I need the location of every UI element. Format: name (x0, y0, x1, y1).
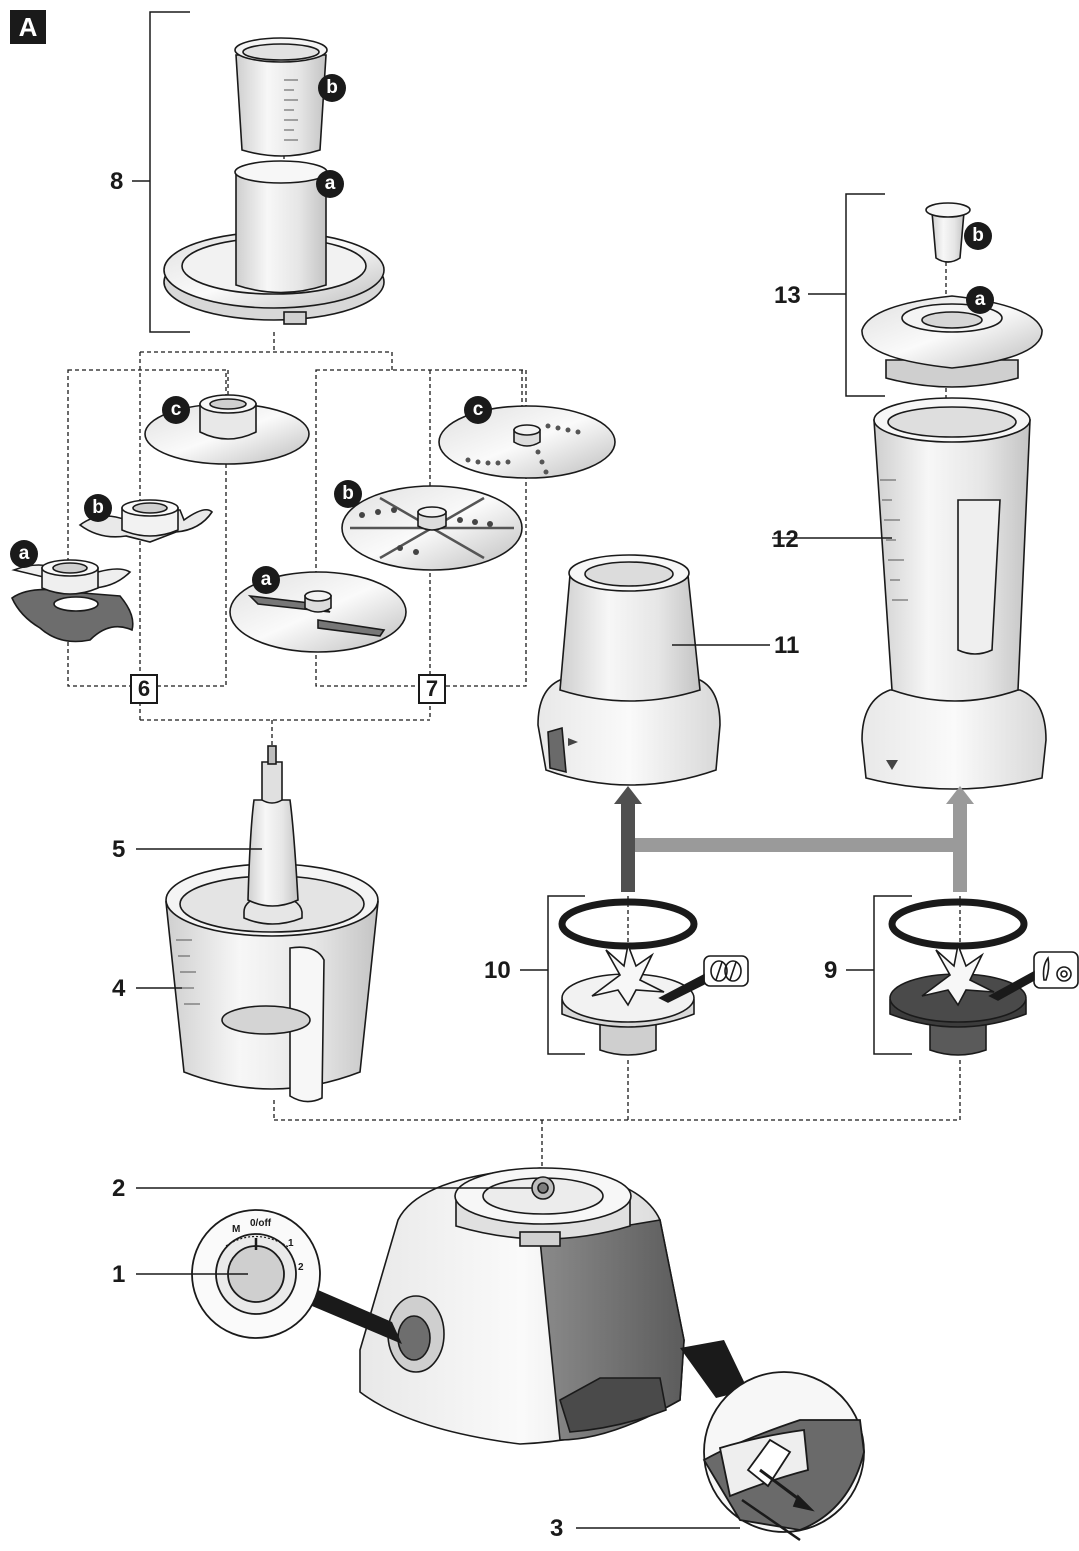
badge-13b: b (964, 222, 992, 250)
callout-8: 8 (110, 168, 124, 195)
callout-7: 7 (418, 674, 446, 704)
disc-7c (438, 405, 616, 479)
dial-zoom-connector (312, 1290, 402, 1344)
callout-2: 2 (112, 1175, 126, 1202)
callout-1: 1 (112, 1261, 126, 1288)
blender-lid-13a (861, 295, 1043, 388)
disc-7a (229, 571, 407, 653)
coffee-bean-icon (658, 955, 749, 1003)
herb-onion-icon (988, 951, 1079, 1001)
dial-zoom (191, 1209, 321, 1339)
callout-3: 3 (550, 1515, 564, 1542)
callout-11: 11 (774, 632, 800, 659)
drive-shaft-5 (243, 745, 303, 925)
dial-label-2: 2 (298, 1262, 304, 1273)
badge-8b: b (318, 74, 346, 102)
badge-6a: a (10, 540, 38, 568)
blender-jug-12 (861, 397, 1047, 790)
callout-5: 5 (112, 836, 126, 863)
grinder-cup-11 (537, 554, 721, 786)
badge-8a: a (316, 170, 344, 198)
arrow-dark-10-to-11 (614, 786, 642, 892)
callout-4: 4 (112, 975, 126, 1002)
badge-7a: a (252, 566, 280, 594)
disc-7b (341, 485, 523, 571)
bracket-10 (520, 895, 585, 1055)
blade-unit-10 (561, 942, 695, 1056)
release-zoom-connector (680, 1340, 748, 1398)
lid-8a (163, 160, 385, 325)
release-zoom (702, 1371, 865, 1542)
seal-ring-9 (888, 898, 1028, 950)
blade-6b (78, 499, 214, 543)
badge-7c: c (464, 396, 492, 424)
blade-6a (11, 559, 134, 643)
bracket-13 (808, 193, 885, 397)
callout-10: 10 (484, 957, 511, 984)
callout-9: 9 (824, 957, 838, 984)
badge-7b: b (334, 480, 362, 508)
measuring-cap-13b (925, 202, 971, 263)
blade-unit-9 (889, 942, 1027, 1056)
badge-6c: c (162, 396, 190, 424)
base-unit (359, 1167, 685, 1445)
dial-label-off: 0/off (250, 1218, 272, 1229)
dial-label-m: M (232, 1224, 240, 1235)
bracket-9 (846, 895, 912, 1055)
figure-letter: A (10, 10, 46, 44)
pusher-8b (234, 37, 328, 157)
arrow-light-connector (635, 786, 974, 892)
callout-13: 13 (774, 282, 801, 309)
leader-lines (136, 537, 892, 1529)
badge-6b: b (84, 494, 112, 522)
dial-label-1: 1 (288, 1238, 294, 1249)
callout-12: 12 (772, 526, 799, 553)
badge-13a: a (966, 286, 994, 314)
bracket-8 (132, 11, 190, 333)
callout-6: 6 (130, 674, 158, 704)
